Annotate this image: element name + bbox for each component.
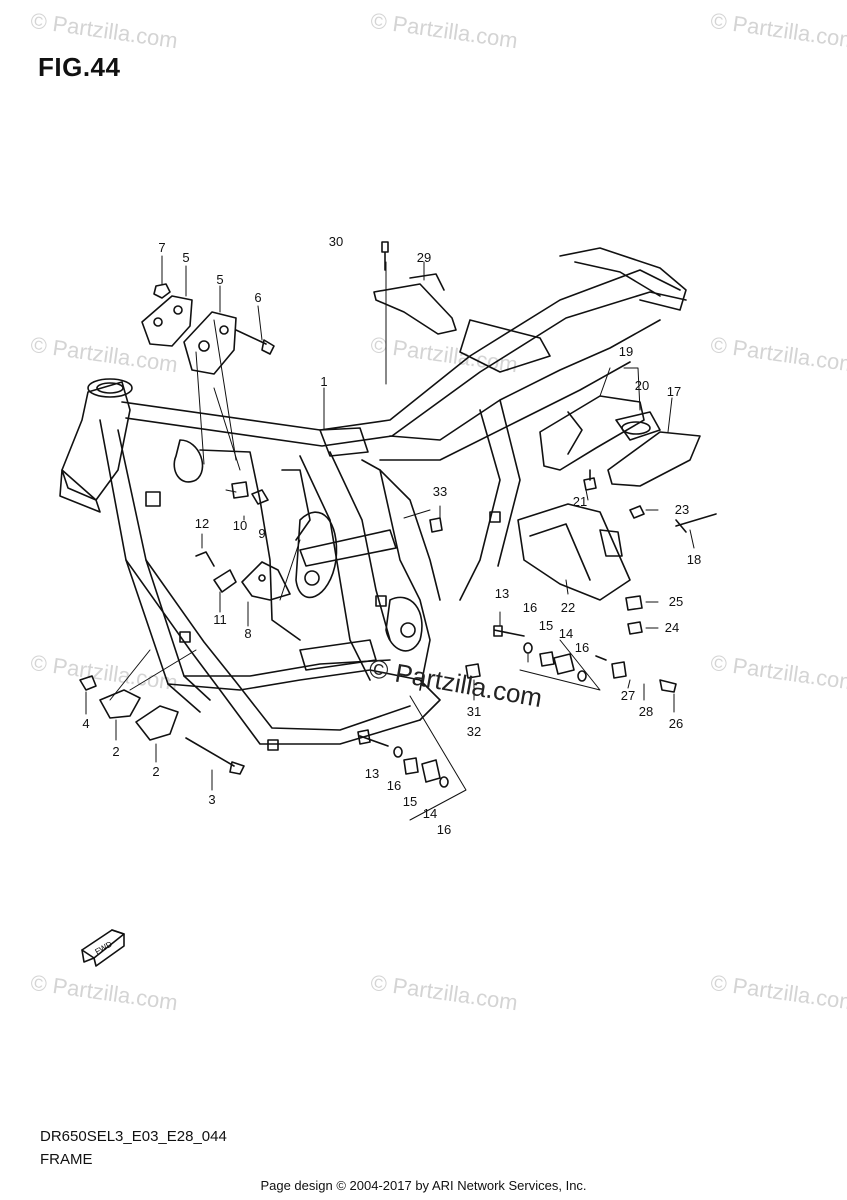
part-callout-2: 2 (152, 764, 159, 779)
part-callout-15: 15 (403, 794, 417, 809)
part-callout-3: 3 (208, 792, 215, 807)
main-frame (59, 247, 687, 751)
part-callout-21: 21 (573, 494, 587, 509)
part-callout-26: 26 (669, 716, 683, 731)
part-callout-2: 2 (112, 744, 119, 759)
part-callout-1: 1 (320, 374, 327, 389)
rear-fender (539, 395, 645, 471)
part-callout-16: 16 (387, 778, 401, 793)
engine-mount-plate (99, 689, 141, 719)
part-callout-13: 13 (495, 586, 509, 601)
part-callout-9: 9 (258, 526, 265, 541)
model-code: DR650SEL3_E03_E28_044 (40, 1128, 227, 1145)
part-callout-14: 14 (423, 806, 437, 821)
part-callout-27: 27 (621, 688, 635, 703)
part-callout-24: 24 (665, 620, 679, 635)
clamp (213, 569, 237, 593)
engine-mount-plate (135, 705, 179, 741)
engine-mount-plate (141, 295, 193, 347)
part-callout-29: 29 (417, 250, 431, 265)
part-callout-6: 6 (254, 290, 261, 305)
bracket (241, 561, 291, 601)
part-callout-15: 15 (539, 618, 553, 633)
bushing (611, 661, 627, 679)
battery-tray (517, 503, 631, 601)
part-callout-11: 11 (213, 612, 227, 627)
part-callout-22: 22 (561, 600, 575, 615)
part-callout-7: 7 (158, 240, 165, 255)
bolt (583, 469, 597, 491)
part-callout-16: 16 (575, 640, 589, 655)
section-name: FRAME (40, 1151, 93, 1168)
grommet (625, 595, 643, 611)
collar (553, 653, 575, 675)
bolt (185, 737, 235, 767)
spacer (539, 651, 555, 667)
part-callout-14: 14 (559, 626, 573, 641)
fender-collar (615, 411, 661, 441)
bolt (251, 489, 269, 505)
part-callout-23: 23 (675, 502, 689, 517)
part-callout-30: 30 (329, 234, 343, 249)
part-callout-10: 10 (233, 518, 247, 533)
part-callout-17: 17 (667, 384, 681, 399)
plug (429, 517, 443, 533)
part-callout-4: 4 (82, 716, 89, 731)
nut (79, 675, 97, 691)
bolt (659, 679, 677, 693)
part-callout-8: 8 (244, 626, 251, 641)
part-callout-12: 12 (195, 516, 209, 531)
part-callout-16: 16 (523, 600, 537, 615)
part-callout-31: 31 (467, 704, 481, 719)
washer (577, 670, 587, 682)
seat-bracket (373, 283, 457, 335)
part-callout-28: 28 (639, 704, 653, 719)
copyright-footer: Page design © 2004-2017 by ARI Network S… (260, 1178, 587, 1193)
washer (439, 776, 449, 788)
part-callout-19: 19 (619, 344, 633, 359)
cover-plate (607, 431, 701, 487)
part-callout-18: 18 (687, 552, 701, 567)
forward-arrow-icon (81, 929, 125, 967)
leader-lines (85, 255, 695, 821)
collar (421, 759, 441, 783)
washer (523, 642, 533, 654)
bushing (231, 481, 249, 499)
part-callout-5: 5 (182, 250, 189, 265)
washer (393, 746, 403, 758)
part-callout-13: 13 (365, 766, 379, 781)
bolt (381, 241, 389, 271)
nut (153, 283, 171, 299)
part-callout-25: 25 (669, 594, 683, 609)
bolt (493, 625, 525, 637)
bolt (629, 505, 645, 519)
part-callout-20: 20 (635, 378, 649, 393)
figure-title: FIG.44 (38, 52, 121, 82)
nut (627, 621, 643, 635)
part-callout-5: 5 (216, 272, 223, 287)
part-callout-32: 32 (467, 724, 481, 739)
part-callout-33: 33 (433, 484, 447, 499)
bolt (357, 729, 389, 747)
bolt (235, 329, 267, 345)
bolt (195, 551, 215, 567)
cap (465, 663, 481, 679)
clip (595, 655, 607, 661)
spacer (403, 757, 419, 775)
engine-mount-plate (183, 311, 237, 375)
part-callout-16: 16 (437, 822, 451, 837)
bolt (675, 513, 717, 533)
